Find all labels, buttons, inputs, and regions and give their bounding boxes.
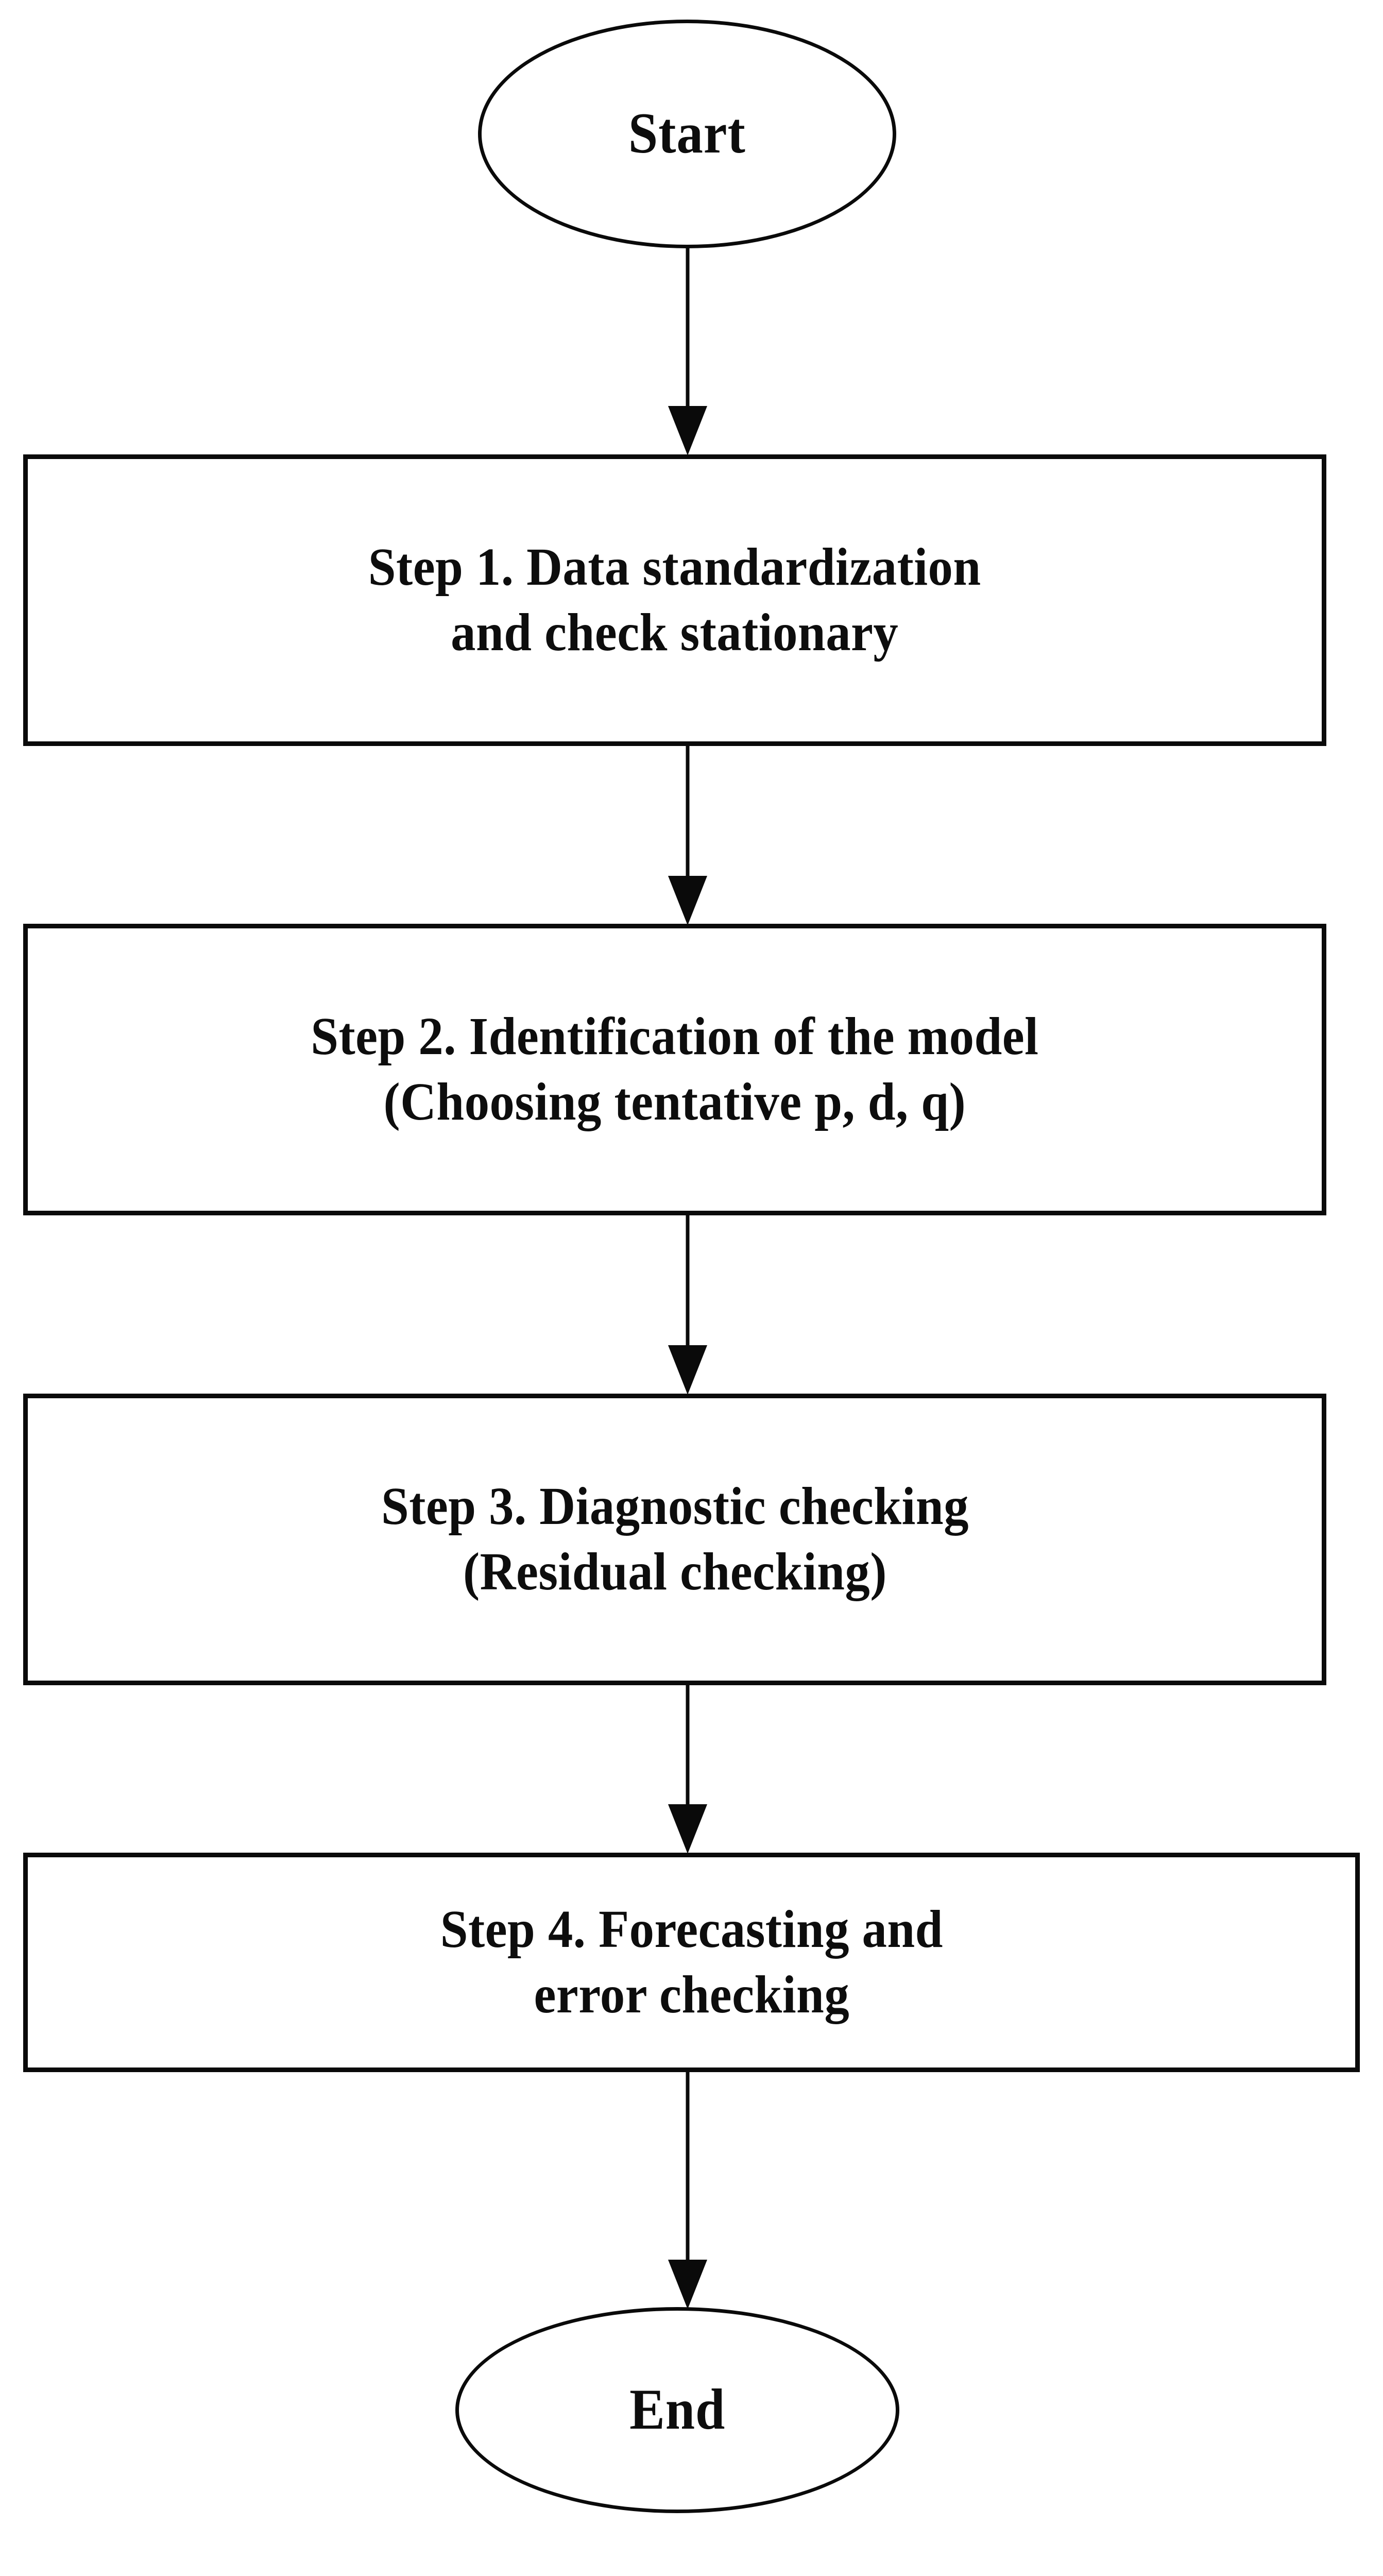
flow-node-step3-label: Step 3. Diagnostic checking (Residual ch… (365, 1474, 985, 1605)
arrow-shaft-icon (686, 1684, 690, 1804)
flow-arrow-step3-to-step4 (657, 1684, 719, 1854)
flow-node-step1-label-line1: Step 1. Data standardization (368, 537, 981, 597)
flow-node-step2: Step 2. Identification of the model (Cho… (23, 924, 1326, 1215)
flow-node-step4-label-line1: Step 4. Forecasting and (440, 1900, 943, 1959)
flow-node-start: Start (478, 20, 896, 248)
flow-node-step2-label-line1: Step 2. Identification of the model (311, 1007, 1039, 1066)
flow-node-step4: Step 4. Forecasting and error checking (23, 1853, 1360, 2072)
arrow-head-down-icon (668, 1345, 707, 1395)
flow-arrow-step1-to-step2 (657, 745, 719, 925)
arrow-shaft-icon (686, 246, 690, 406)
arrow-head-down-icon (668, 406, 707, 455)
flow-node-step1-label: Step 1. Data standardization and check s… (352, 535, 997, 666)
flow-node-step1-label-line2: and check stationary (451, 603, 899, 662)
flow-arrow-step4-to-end (657, 2071, 719, 2309)
flow-node-step1: Step 1. Data standardization and check s… (23, 454, 1326, 746)
flow-node-step3-label-line1: Step 3. Diagnostic checking (381, 1477, 969, 1536)
arrow-head-down-icon (668, 876, 707, 925)
arrow-shaft-icon (686, 745, 690, 876)
flow-node-end-label: End (629, 2378, 726, 2442)
arrow-head-down-icon (668, 2260, 707, 2309)
flow-arrow-start-to-step1 (657, 246, 719, 455)
arrow-shaft-icon (686, 1214, 690, 1345)
flow-node-step4-label: Step 4. Forecasting and error checking (424, 1897, 959, 2028)
flow-node-step3: Step 3. Diagnostic checking (Residual ch… (23, 1394, 1326, 1685)
flow-node-step2-label: Step 2. Identification of the model (Cho… (295, 1004, 1055, 1135)
arrow-shaft-icon (686, 2071, 690, 2260)
flow-node-start-label: Start (628, 101, 746, 166)
flow-node-step2-label-line2: (Choosing tentative p, d, q) (383, 1072, 966, 1131)
flow-node-step4-label-line2: error checking (534, 1965, 849, 2024)
arrow-head-down-icon (668, 1804, 707, 1854)
flow-node-step3-label-line2: (Residual checking) (463, 1542, 887, 1601)
flow-node-end: End (455, 2307, 899, 2513)
flow-arrow-step2-to-step3 (657, 1214, 719, 1395)
